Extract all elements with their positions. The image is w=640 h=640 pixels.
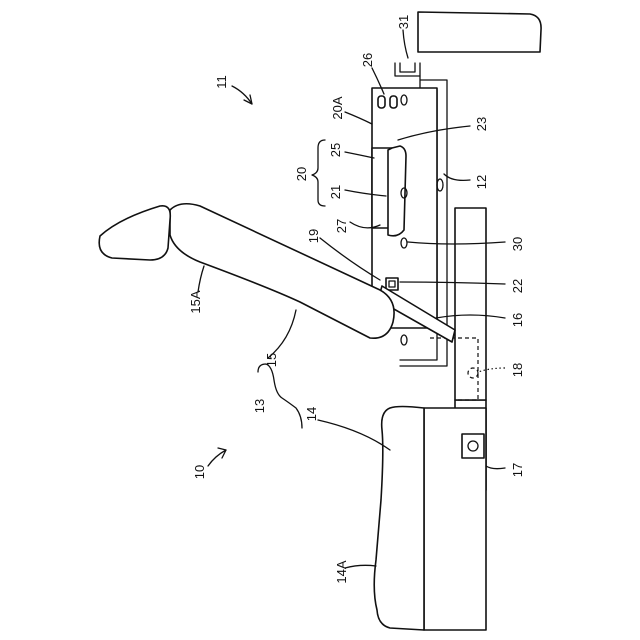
label-26: 26 <box>360 53 375 67</box>
leader-17 <box>486 466 505 469</box>
label-21: 21 <box>328 185 343 199</box>
label-18: 18 <box>510 363 525 377</box>
label-14: 14 <box>304 407 319 421</box>
slide-block-16 <box>455 208 486 400</box>
leader-31 <box>403 30 408 58</box>
label-12: 12 <box>474 175 489 189</box>
pivot-box <box>462 434 484 458</box>
label-30: 30 <box>510 237 525 251</box>
label-31: 31 <box>396 15 411 29</box>
leader-15A <box>198 266 204 292</box>
headrest <box>418 12 541 52</box>
hole-e <box>401 335 407 345</box>
label-11: 11 <box>214 75 229 89</box>
label-13: 13 <box>252 399 267 413</box>
latch-22 <box>386 278 398 290</box>
brace-20 <box>312 140 325 206</box>
seat-cushion-14 <box>374 407 424 631</box>
arrow-11 <box>232 86 252 104</box>
leader-14A <box>345 565 376 568</box>
label-15A: 15A <box>188 290 203 313</box>
label-15: 15 <box>264 353 279 367</box>
backrest-15 <box>170 204 394 338</box>
label-23: 23 <box>474 117 489 131</box>
label-14A: 14A <box>334 560 349 583</box>
label-27: 27 <box>334 219 349 233</box>
leader-20A <box>345 112 372 124</box>
leader-12 <box>444 174 470 180</box>
slot-26b <box>390 96 397 108</box>
label-10: 10 <box>192 465 207 479</box>
leader-15 <box>268 310 296 358</box>
leader-14 <box>318 420 390 450</box>
label-19: 19 <box>306 229 321 243</box>
mount-31 <box>395 63 420 76</box>
label-25: 25 <box>328 143 343 157</box>
label-20: 20 <box>294 167 309 181</box>
brace-13 <box>258 364 302 428</box>
arrow-10 <box>208 450 226 466</box>
backrest-end-15A <box>99 206 170 260</box>
leader-25 <box>345 152 374 158</box>
hole-b <box>437 179 443 191</box>
label-17: 17 <box>510 463 525 477</box>
label-20A: 20A <box>330 96 345 119</box>
panel-21 <box>388 146 406 236</box>
seat-base-assembly <box>374 400 486 630</box>
slot-26a <box>378 96 385 108</box>
label-22: 22 <box>510 279 525 293</box>
label-16: 16 <box>510 313 525 327</box>
